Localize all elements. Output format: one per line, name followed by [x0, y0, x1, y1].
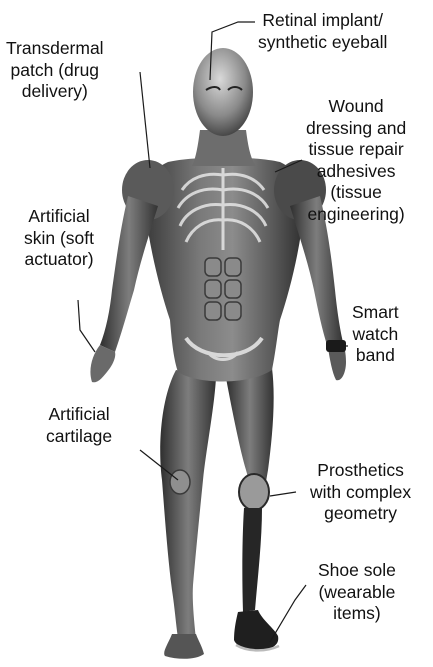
label-skin-line1: Artificial [24, 206, 94, 228]
label-prosthetics: Prosthetics with complex geometry [310, 460, 411, 525]
label-wound-line6: engineering) [306, 204, 406, 226]
head [193, 48, 253, 136]
label-watch: Smart watch band [352, 302, 399, 367]
label-wound-line4: adhesives [306, 161, 406, 183]
label-cartilage-line1: Artificial [46, 404, 112, 426]
label-retinal-line2: synthetic eyeball [258, 32, 387, 54]
leader-skin [78, 300, 95, 352]
left-foot [164, 634, 204, 659]
label-skin: Artificial skin (soft actuator) [24, 206, 94, 271]
label-shoe-line1: Shoe sole [318, 560, 396, 582]
label-transdermal-line1: Transdermal [6, 38, 104, 60]
label-cartilage: Artificial cartilage [46, 404, 112, 447]
label-prosthetics-line1: Prosthetics [310, 460, 411, 482]
label-prosthetics-line2: with complex [310, 482, 411, 504]
leader-shoe [270, 585, 306, 642]
label-retinal-line1: Retinal implant/ [258, 10, 387, 32]
label-transdermal: Transdermal patch (drug delivery) [6, 38, 104, 103]
leader-prosthetics [270, 492, 296, 496]
label-skin-line3: actuator) [24, 249, 94, 271]
left-arm [100, 196, 158, 352]
knee-prosthetic [239, 474, 269, 510]
label-cartilage-line2: cartilage [46, 426, 112, 448]
label-watch-line3: band [352, 345, 399, 367]
prosthetic-shank [242, 508, 262, 612]
label-watch-line1: Smart [352, 302, 399, 324]
label-wound: Wound dressing and tissue repair adhesiv… [306, 96, 406, 225]
label-skin-line2: skin (soft [24, 228, 94, 250]
label-wound-line5: (tissue [306, 182, 406, 204]
label-wound-line1: Wound [306, 96, 406, 118]
label-shoe-line3: items) [318, 603, 396, 625]
label-retinal: Retinal implant/ synthetic eyeball [258, 10, 387, 53]
label-wound-line3: tissue repair [306, 139, 406, 161]
label-shoe: Shoe sole (wearable items) [318, 560, 396, 625]
label-shoe-line2: (wearable [318, 582, 396, 604]
label-prosthetics-line3: geometry [310, 503, 411, 525]
left-knee [170, 470, 190, 494]
label-watch-line2: watch [352, 324, 399, 346]
leader-transdermal [140, 72, 150, 168]
shoe [234, 610, 278, 650]
label-transdermal-line2: patch (drug [6, 60, 104, 82]
label-transdermal-line3: delivery) [6, 81, 104, 103]
left-leg [160, 370, 216, 640]
label-wound-line2: dressing and [306, 118, 406, 140]
